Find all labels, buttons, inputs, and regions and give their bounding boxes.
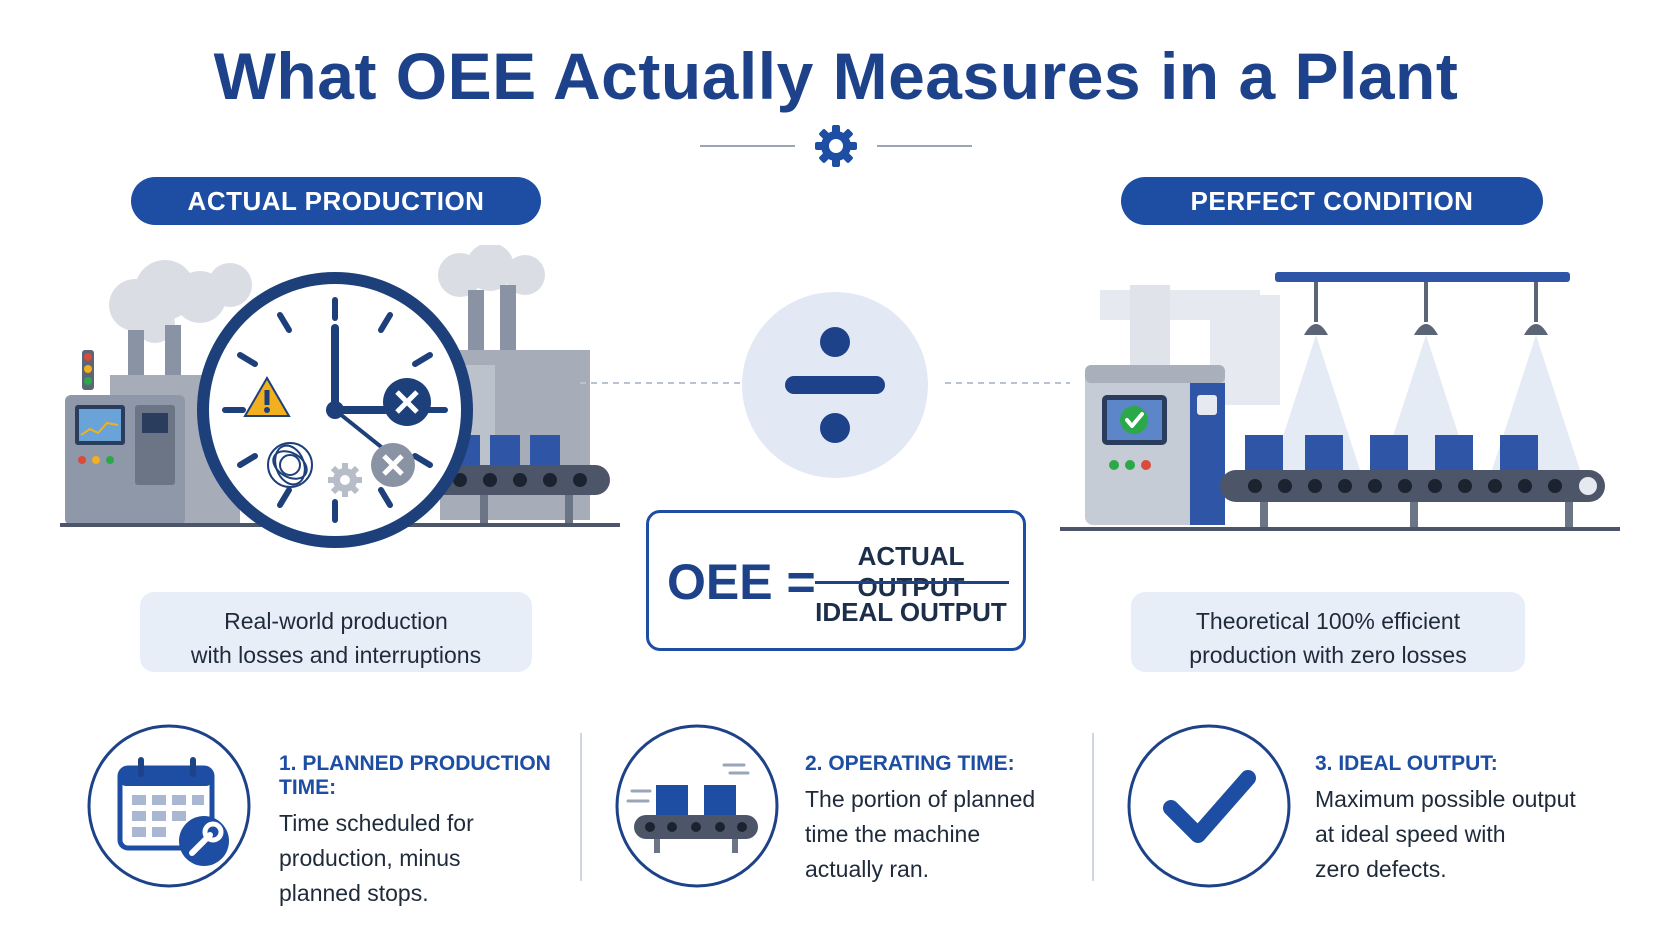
tools-icon — [371, 443, 415, 487]
actual-production-label: ACTUAL PRODUCTION — [131, 177, 541, 225]
card-line: planned stops. — [279, 880, 429, 906]
perfect-condition-caption: Theoretical 100% efficient production wi… — [1131, 592, 1525, 672]
title-divider — [700, 125, 972, 167]
card-line: production, minus — [279, 845, 461, 871]
division-icon — [742, 292, 928, 478]
card-line: at ideal speed with — [1315, 821, 1506, 847]
dashed-connector — [945, 382, 1070, 384]
caption-line: Theoretical 100% efficient — [1195, 608, 1461, 634]
card-text: Time scheduled for production, minus pla… — [279, 806, 579, 911]
conveyor-icon — [615, 724, 779, 888]
card-operating-time: 2. OPERATING TIME: The portion of planne… — [805, 752, 1095, 887]
card-planned-production-time: 1. PLANNED PRODUCTION TIME: Time schedul… — [279, 752, 579, 911]
formula-denominator: IDEAL OUTPUT — [815, 597, 1007, 627]
check-badge-icon — [1120, 406, 1148, 434]
actual-production-caption: Real-world production with losses and in… — [140, 592, 532, 672]
card-divider — [1092, 733, 1094, 881]
caption-line: Real-world production — [224, 608, 448, 634]
card-line: Maximum possible output — [1315, 786, 1576, 812]
formula-numerator: ACTUAL OUTPUT — [857, 541, 965, 602]
card-line: time the machine — [805, 821, 981, 847]
card-heading: 2. OPERATING TIME: — [805, 752, 1015, 775]
perfect-condition-label: PERFECT CONDITION — [1121, 177, 1543, 225]
tangle-icon — [267, 442, 313, 488]
card-text: Maximum possible output at ideal speed w… — [1315, 782, 1615, 887]
caption-line: with losses and interruptions — [190, 642, 482, 668]
actual-production-illustration — [60, 245, 620, 548]
checkmark-icon — [1127, 724, 1291, 888]
caption-line: production with zero losses — [1189, 642, 1467, 668]
perfect-condition-illustration — [1060, 272, 1620, 531]
card-text: The portion of planned time the machine … — [805, 782, 1095, 887]
card-heading: 3. IDEAL OUTPUT: — [1315, 752, 1498, 775]
card-heading: 1. PLANNED PRODUCTION TIME: — [279, 752, 551, 799]
clock-icon — [197, 272, 473, 548]
warning-icon — [243, 376, 291, 417]
oee-formula: OEE = ACTUAL OUTPUT IDEAL OUTPUT — [646, 510, 1026, 651]
card-ideal-output: 3. IDEAL OUTPUT: Maximum possible output… — [1315, 752, 1615, 887]
dashed-connector — [580, 382, 740, 384]
card-divider — [580, 733, 582, 881]
gear-icon — [815, 125, 857, 167]
card-line: zero defects. — [1315, 856, 1447, 882]
tools-icon — [383, 378, 431, 426]
fraction-bar — [815, 581, 1009, 584]
card-line: The portion of planned — [805, 786, 1036, 812]
formula-lhs: OEE = — [667, 554, 816, 610]
gear-icon — [328, 463, 362, 497]
calendar-wrench-icon — [87, 724, 251, 888]
card-line: actually ran. — [805, 856, 930, 882]
page-title: What OEE Actually Measures in a Plant — [213, 39, 1459, 113]
card-line: Time scheduled for — [279, 810, 474, 836]
